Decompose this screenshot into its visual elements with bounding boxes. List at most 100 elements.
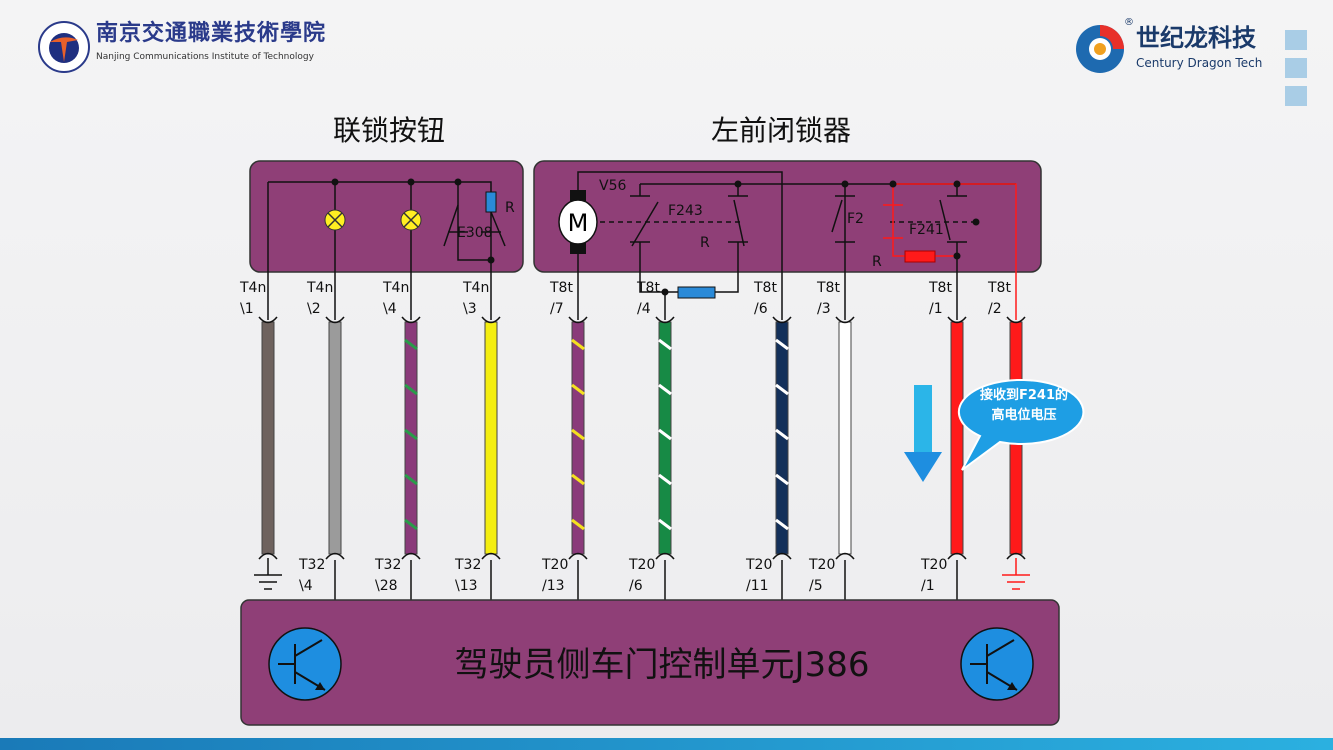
ground-icon <box>254 558 282 590</box>
wire-body <box>838 321 852 555</box>
wire-stripe <box>658 518 672 531</box>
school-logo-icon <box>38 21 90 73</box>
wire-stripe <box>571 383 585 396</box>
wire <box>655 316 675 600</box>
connector-icon <box>481 316 501 324</box>
wire <box>835 316 855 600</box>
lamp-icon <box>400 209 422 231</box>
wire-stripe <box>571 428 585 441</box>
wire-stripe <box>658 383 672 396</box>
wire-stripe <box>775 428 789 441</box>
pin-connector-label: T8t <box>928 280 952 296</box>
pin-number-label: \4 <box>383 301 397 317</box>
wire-stripe <box>658 428 672 441</box>
wire <box>772 316 792 600</box>
connector-icon <box>947 316 967 324</box>
connector-icon <box>772 552 792 560</box>
connector-icon <box>258 552 278 560</box>
v56-label: V56 <box>599 178 626 194</box>
pin-connector-label: T20 <box>541 557 568 573</box>
pin-connector-label: T32 <box>298 557 325 573</box>
wire-stripe <box>775 473 789 486</box>
ground-icon <box>1002 558 1030 590</box>
r-label: R <box>505 200 515 216</box>
callout-text: 接收到F241的高电位电压 <box>962 386 1086 426</box>
interlock-button-panel <box>249 160 524 273</box>
deco-square <box>1285 30 1307 50</box>
lamp-icon <box>324 209 346 231</box>
connector-icon <box>568 552 588 560</box>
brand-logo-icon <box>1076 25 1124 73</box>
pin-connector-label: T20 <box>745 557 772 573</box>
f241-label: F241 <box>909 222 944 238</box>
connector-icon <box>325 316 345 324</box>
connector-icon <box>655 316 675 324</box>
wire-stripe <box>571 518 585 531</box>
pin-number-label: /1 <box>921 578 935 594</box>
resistor-r-red <box>904 250 936 263</box>
wire <box>947 316 967 600</box>
resistor-r <box>677 286 716 299</box>
pin-number-label: \4 <box>299 578 313 594</box>
wire-stripe <box>775 383 789 396</box>
left-title: 联锁按钮 <box>333 114 446 147</box>
callout-line: 高电位电压 <box>991 408 1057 423</box>
brand-name-en: Century Dragon Tech <box>1136 56 1263 70</box>
connector-icon <box>947 552 967 560</box>
pin-number-label: \28 <box>375 578 398 594</box>
pin-connector-label: T32 <box>454 557 481 573</box>
pin-number-label: /6 <box>754 301 768 317</box>
wire-stripe <box>658 473 672 486</box>
pin-number-label: \13 <box>455 578 478 594</box>
pin-connector-label: T8t <box>987 280 1011 296</box>
school-name-en: Nanjing Communications Institute of Tech… <box>96 52 314 62</box>
connector-icon <box>835 316 855 324</box>
deco-square <box>1285 86 1307 106</box>
wire <box>1002 316 1030 590</box>
wire-stripe <box>404 383 418 396</box>
pin-connector-label: T4n <box>382 280 409 296</box>
e308-label: E308 <box>457 225 493 241</box>
right-title: 左前闭锁器 <box>711 114 852 147</box>
callout-line: 接收到F241的 <box>979 388 1069 403</box>
connector-icon <box>325 552 345 560</box>
brand-name-cn: 世纪龙科技 <box>1136 24 1256 52</box>
f243-label: F243 <box>668 203 703 219</box>
connector-icon <box>258 316 278 324</box>
motor-icon <box>558 190 598 254</box>
pin-number-label: /4 <box>637 301 651 317</box>
arrow-down-icon <box>904 385 942 482</box>
motor-label: M <box>568 209 589 237</box>
pin-number-label: \1 <box>240 301 254 317</box>
pin-connector-label: T32 <box>374 557 401 573</box>
wire <box>481 316 501 600</box>
pin-number-label: /2 <box>988 301 1002 317</box>
pin-number-label: /11 <box>746 578 769 594</box>
connector-icon <box>481 552 501 560</box>
connector-icon <box>1006 316 1026 324</box>
school-name-cn: 南京交通職業技術學院 <box>96 20 327 46</box>
pin-number-label: /13 <box>542 578 565 594</box>
connector-icon <box>401 316 421 324</box>
connector-icon <box>1006 552 1026 560</box>
pin-connector-label: T8t <box>636 280 660 296</box>
wire-stripe <box>404 338 418 351</box>
pin-connector-label: T20 <box>920 557 947 573</box>
f2-label: F2 <box>847 211 864 227</box>
footer-bar <box>0 738 1333 750</box>
callout-bubble <box>957 378 1085 471</box>
wire-stripe <box>775 518 789 531</box>
connector-icon <box>655 552 675 560</box>
pin-number-label: /3 <box>817 301 831 317</box>
wire-body <box>484 321 498 555</box>
door-lock-panel <box>533 160 1042 273</box>
wire-body <box>328 321 342 555</box>
wire-body <box>261 321 275 555</box>
wire-stripe <box>571 338 585 351</box>
r-label: R <box>700 235 710 251</box>
wire-stripe <box>404 518 418 531</box>
pin-connector-label: T4n <box>306 280 333 296</box>
pin-connector-label: T4n <box>239 280 266 296</box>
resistor-r <box>485 191 497 213</box>
